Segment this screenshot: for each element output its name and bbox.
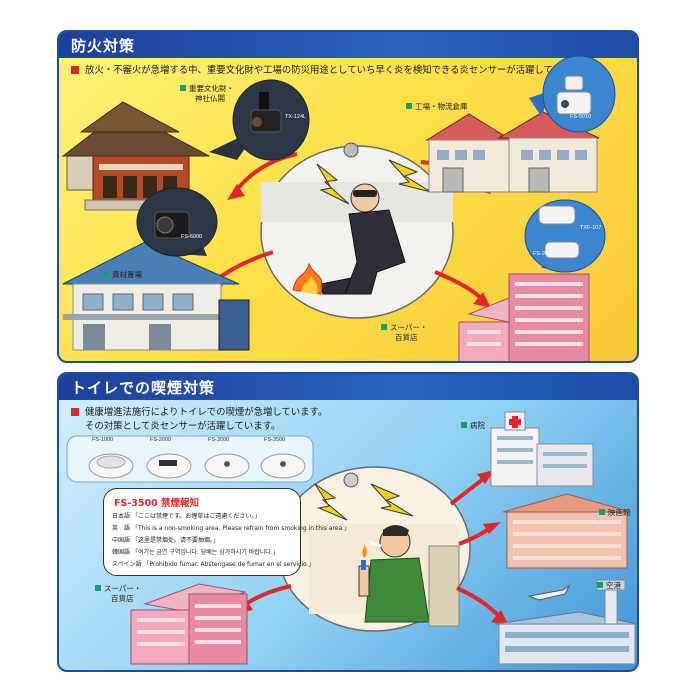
fire-prevention-title: 防火対策 — [71, 37, 136, 55]
arrow-head-icon — [227, 184, 245, 200]
ceiling-sensor-icon — [343, 142, 359, 158]
red-square-bullet — [71, 408, 79, 416]
arrow-head-icon — [491, 610, 509, 626]
fire-prevention-illustration — [61, 55, 616, 361]
smoker-hair — [383, 525, 409, 536]
bubble-row-english: 英 語 「This is a non-smoking area. Please … — [112, 525, 351, 532]
flame-inner-icon — [301, 276, 318, 294]
lighter-icon — [361, 560, 366, 570]
cinema-building — [502, 493, 632, 569]
temple-label: 重要文化財・ — [180, 84, 234, 94]
fs3500-announcement-bubble: FS-3500 禁煙報知 日本語 「ここは禁煙です。お煙草はご遠慮ください。」 … — [103, 488, 350, 576]
smoker-hand — [358, 565, 370, 597]
arrow-to-airport — [456, 586, 503, 620]
warehouse-building — [62, 241, 250, 351]
camera-icon — [556, 91, 592, 115]
lighter-flame-icon — [362, 544, 367, 558]
green-square-bullet — [406, 103, 412, 109]
bubble-row-korean: 韓国語 「여기는 금연 구역입니다. 담배는 삼가하시기 바랍니다.」 — [112, 549, 279, 556]
super-label-line2: 百貨店 — [395, 333, 418, 342]
factory-label: 工場・物流倉庫 — [406, 102, 468, 112]
green-square-bullet — [461, 422, 467, 428]
arrow-head-icon — [473, 292, 491, 308]
bubble-row-chinese: 中国語 「这里是禁烟处。请不要抽烟。」 — [112, 537, 219, 544]
airport-label: 空港 — [597, 581, 621, 591]
model-fs5010: FS-5010 — [570, 114, 592, 120]
smoking-prevention-illustration — [66, 411, 637, 665]
arrow-head-icon — [483, 522, 501, 534]
green-square-bullet — [180, 85, 186, 91]
smoking-prevention-title: トイレでの喫煙対策 — [71, 379, 216, 397]
green-square-bullet — [597, 582, 603, 588]
smoking-prevention-header: トイレでの喫煙対策 — [59, 374, 637, 400]
camera-mount-icon — [564, 75, 584, 91]
green-square-bullet — [103, 271, 109, 277]
detector-label-fs3500: FS-3500 — [264, 437, 286, 443]
arsonist-head — [350, 183, 380, 213]
lightning-bolt-icon — [316, 163, 350, 205]
green-square-bullet — [95, 585, 101, 591]
detector-label-fs3000: FS-3000 — [208, 437, 230, 443]
super-label: スーパー・ — [95, 584, 141, 594]
bubble-row-spanish: スペイン語 「Prohibido fumar. Abstengase de fu… — [112, 561, 315, 568]
supermarket-building — [130, 583, 248, 665]
flame-sensor-icon — [538, 205, 576, 225]
bubble-title: FS-3500 禁煙報知 — [114, 498, 200, 509]
hospital-label: 病院 — [461, 421, 485, 431]
fire-prevention-panel: 防火対策 放火・不審火が急増する中、重要文化財や工場の防災用途としていち早く炎を… — [57, 30, 639, 363]
camera-lens-icon — [252, 117, 262, 127]
arrow-to-hospital — [449, 474, 489, 506]
green-square-bullet — [599, 509, 605, 515]
supermarket-building — [458, 273, 590, 361]
cigarette-icon — [368, 540, 382, 548]
smoking-prevention-panel: トイレでの喫煙対策 健康増進法施行によりトイレでの喫煙が急増しています。 その対… — [57, 372, 639, 672]
toilet-stall — [428, 545, 460, 627]
smoker-body — [364, 557, 430, 623]
model-fs2000: FS-2000 — [533, 251, 555, 257]
airplane-icon — [527, 584, 571, 601]
hospital-building — [490, 411, 594, 487]
detector-label-fs1000: FS-1000 — [92, 437, 114, 443]
camera-lens-icon — [156, 216, 174, 234]
smoking-prevention-lead: 健康増進法施行によりトイレでの喫煙が急増しています。 その対策として炎センサーが… — [71, 406, 371, 434]
camera-lens-icon — [561, 100, 569, 108]
arrow-to-temple — [233, 152, 298, 194]
arrow-to-super — [241, 584, 292, 608]
bubble-row-japanese: 日本語 「ここは禁煙です。お煙草はご遠慮ください。」 — [112, 513, 261, 520]
flame-sensor-icon — [544, 241, 580, 259]
warehouse-label: 資材置場 — [103, 270, 142, 280]
super-label: スーパー・ — [381, 323, 427, 333]
temple-label-line2: 神社仏閣 — [195, 94, 225, 103]
airport-building — [494, 579, 637, 665]
camera-mount-icon — [259, 92, 269, 110]
arrow-to-super — [434, 270, 485, 302]
red-square-bullet — [71, 66, 79, 74]
cinema-label: 映画館 — [599, 508, 631, 518]
ceiling-sensor-icon — [343, 472, 359, 488]
fire-prevention-header: 防火対策 — [59, 32, 637, 58]
green-square-bullet — [381, 324, 387, 330]
model-tx124l: TX-124L — [285, 114, 307, 120]
arsonist-body — [344, 209, 406, 295]
detector-label-fs2000: FS-2000 — [150, 437, 172, 443]
lightning-bolt-icon — [370, 483, 414, 517]
fire-prevention-lead: 放火・不審火が急増する中、重要文化財や工場の防災用途としていち早く炎を検知できる… — [71, 64, 631, 78]
model-txf107: TXF-107 — [580, 225, 602, 231]
super-label-line2: 百貨店 — [111, 594, 134, 603]
model-fs6000: FS-6000 — [181, 234, 203, 240]
sunglasses — [353, 190, 377, 197]
lightning-bolt-icon — [314, 483, 348, 521]
